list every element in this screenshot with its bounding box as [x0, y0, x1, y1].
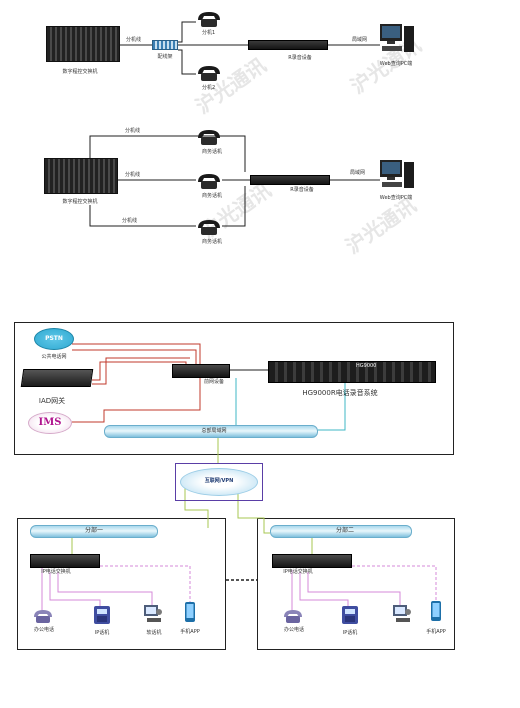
diagram-1-lines — [120, 21, 380, 75]
patch-label: 配线架 — [157, 54, 173, 60]
network-label-2: 局域网 — [350, 170, 366, 176]
recorder-device-2 — [250, 175, 330, 185]
pc-label-1: Web查询PC端 — [379, 61, 413, 67]
ip-phone-icon — [342, 606, 358, 624]
recorder-label-1: R录音设备 — [288, 55, 312, 61]
branch1-pipe — [30, 525, 158, 538]
desk-phone-icon — [284, 610, 302, 623]
network-label-1: 局域网 — [352, 37, 368, 43]
internet-cloud — [180, 468, 258, 496]
line-label-1: 分机线 — [125, 128, 141, 134]
phone-icon — [198, 12, 220, 27]
pbx-device-2 — [44, 158, 118, 194]
iad-label: IAD网关 — [38, 397, 66, 405]
trunk-label-1: 分机线 — [126, 37, 142, 43]
desk-phone-icon — [34, 610, 52, 623]
recorder-label-3: HG9000R电话录音系统 — [302, 389, 378, 397]
recorder-device-1 — [248, 40, 328, 50]
pbx-label-1: 数字程控交换机 — [62, 69, 98, 75]
pbx-label-2: 数字程控交换机 — [62, 199, 98, 205]
branch1-mobile-label: 手机APP — [180, 629, 200, 635]
pc-icon — [380, 160, 414, 188]
line-label-2: 分机线 — [125, 172, 141, 178]
branch1-switch-label: IP电话交换机 — [41, 569, 71, 575]
mobile-icon — [431, 601, 441, 621]
branch2-office-phone-label: 办公电话 — [283, 627, 305, 633]
branch1-switch — [30, 554, 100, 568]
recorder-label-2: R录音设备 — [290, 187, 314, 193]
phone-icon — [198, 220, 220, 235]
ext2-label: 分机2 — [202, 85, 216, 91]
phone-label-3: 商务话机 — [202, 239, 223, 245]
hq-lan-pipe — [104, 425, 318, 438]
patch-panel — [152, 40, 178, 50]
pc-label-2: Web查询PC端 — [379, 195, 413, 201]
diagram-2-lines — [89, 135, 380, 227]
line-label-3: 分机线 — [122, 218, 138, 224]
gateway-label: 前网设备 — [203, 379, 225, 385]
pstn-cloud — [34, 328, 74, 350]
branch2-pipe — [270, 525, 412, 538]
hq-lan-label: 总部局域网 — [201, 428, 227, 434]
branch1-frame — [17, 518, 226, 650]
iad-device — [20, 369, 94, 387]
diagram-3-lines — [41, 343, 437, 610]
ims-label: IMS — [38, 417, 62, 428]
softphone-pc-icon — [393, 605, 411, 622]
hg9000-device — [268, 361, 436, 383]
hq-frame — [14, 322, 454, 455]
gateway-device — [172, 364, 230, 378]
phone-icon — [198, 174, 220, 189]
branch2-switch — [272, 554, 352, 568]
mobile-icon — [185, 602, 195, 622]
branch1-title: 分部一 — [84, 527, 104, 534]
branch1-office-phone-label: 办公电话 — [33, 627, 55, 633]
phone-label-1: 商务话机 — [202, 149, 223, 155]
phone-icon — [198, 66, 220, 81]
branch2-mobile-label: 手机APP — [426, 629, 446, 635]
pstn-label: PSTN — [45, 335, 63, 342]
phone-label-2: 商务话机 — [202, 193, 223, 199]
ims-cloud — [28, 412, 72, 434]
phone-icon — [198, 130, 220, 145]
branch2-frame — [257, 518, 455, 650]
public-net-label: 公共电话网 — [41, 354, 67, 360]
pbx-device-1 — [46, 26, 120, 62]
branch1-pc-phone-label: 软话机 — [146, 630, 162, 636]
branch2-title: 分部二 — [335, 527, 355, 534]
ext1-label: 分机1 — [202, 30, 216, 36]
softphone-pc-icon — [144, 605, 162, 622]
branch2-ip-phone-label: IP话机 — [342, 630, 358, 636]
hg9000-brand: HG9000 — [356, 363, 377, 369]
branch2-switch-label: IP电话交换机 — [283, 569, 313, 575]
pc-icon — [380, 24, 414, 52]
branch1-ip-phone-label: IP话机 — [94, 630, 110, 636]
internet-box — [175, 463, 263, 501]
ip-phone-icon — [94, 606, 110, 624]
internet-label: 互联网/VPN — [204, 478, 234, 484]
